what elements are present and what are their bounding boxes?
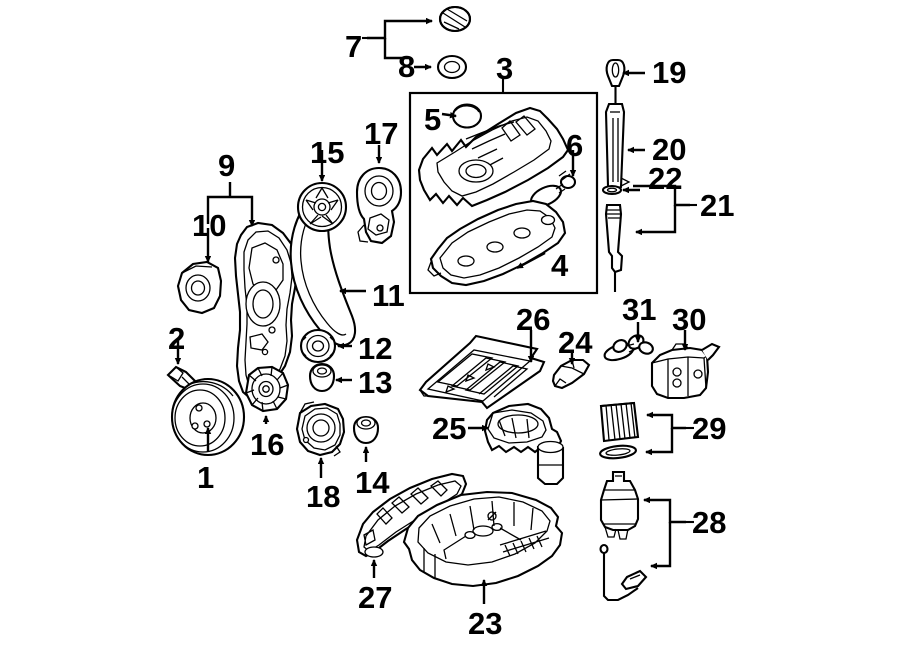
- callout-27: 27: [358, 580, 393, 615]
- filler-cap-seal: [436, 54, 468, 80]
- valve-cover-gasket: [427, 199, 567, 287]
- leader-9: [206, 182, 256, 227]
- pcv-valve: [530, 170, 577, 208]
- callout-2: 2: [168, 321, 186, 356]
- callout-31: 31: [622, 292, 657, 327]
- timing-cover: [233, 221, 299, 400]
- oil-filler-cap-upper: [438, 5, 472, 33]
- oil-pan-baffle: [355, 472, 468, 558]
- oil-pan: [402, 490, 564, 588]
- tensioner-bushing: [308, 362, 336, 393]
- leader-4: [516, 251, 546, 270]
- leader-29: [645, 411, 694, 456]
- callout-10: 10: [192, 208, 227, 243]
- valve-cover-group-box: [408, 78, 599, 295]
- leader-28: [643, 496, 694, 570]
- leader-7: [362, 17, 433, 71]
- callout-23: 23: [468, 606, 503, 641]
- timing-cover-plate: [176, 260, 223, 315]
- callout-3: 3: [496, 51, 514, 86]
- callout-29: 29: [692, 411, 727, 446]
- callout-5: 5: [424, 102, 442, 137]
- callout-9: 9: [218, 148, 236, 183]
- callout-11: 11: [372, 278, 405, 313]
- callout-30: 30: [672, 302, 707, 337]
- callout-21: 21: [700, 188, 735, 223]
- leader-21: [633, 184, 697, 236]
- belt-tensioner: [355, 166, 403, 245]
- valve-cover: [417, 106, 570, 208]
- dipstick: [604, 102, 631, 192]
- callout-8: 8: [398, 49, 416, 84]
- oil-filter-housing: [599, 470, 640, 540]
- callout-15: 15: [310, 135, 345, 170]
- callout-25: 25: [432, 411, 467, 446]
- callout-16: 16: [250, 427, 285, 462]
- dipstick-tube: [604, 203, 624, 292]
- callout-17: 17: [364, 116, 399, 151]
- bushing-small: [352, 415, 380, 445]
- callout-18: 18: [306, 479, 341, 514]
- callout-20: 20: [652, 132, 687, 167]
- callout-19: 19: [652, 55, 687, 90]
- callout-14: 14: [355, 465, 390, 500]
- oil-pump-pickup: [483, 402, 565, 486]
- callout-26: 26: [516, 302, 551, 337]
- oil-cooler-gasket: [603, 334, 654, 362]
- water-pump-cover: [295, 401, 346, 457]
- idler-pulley: [299, 328, 337, 364]
- callout-22: 22: [648, 161, 683, 196]
- callout-24: 24: [558, 325, 593, 360]
- oil-filter-drain-tube: [599, 543, 648, 602]
- dipstick-handle: [605, 58, 626, 104]
- callout-1: 1: [197, 460, 215, 495]
- windage-tray: [418, 334, 546, 410]
- oil-cooler: [650, 342, 721, 400]
- callout-12: 12: [358, 331, 393, 366]
- oil-filter-element: [599, 401, 640, 443]
- callout-6: 6: [566, 128, 584, 163]
- dipstick-tube-seal: [601, 184, 623, 196]
- leader-5: [441, 111, 457, 119]
- callout-7: 7: [345, 29, 363, 64]
- crankshaft-pulley: [170, 377, 246, 457]
- oil-filter-seal: [599, 444, 637, 460]
- crankshaft-sprocket: [244, 365, 290, 413]
- oil-jet-nozzle: [551, 358, 591, 390]
- callout-13: 13: [358, 365, 393, 400]
- callout-4: 4: [551, 248, 569, 283]
- oil-filler-cap: [451, 103, 483, 129]
- callout-28: 28: [692, 505, 727, 540]
- camshaft-sprocket: [296, 181, 348, 233]
